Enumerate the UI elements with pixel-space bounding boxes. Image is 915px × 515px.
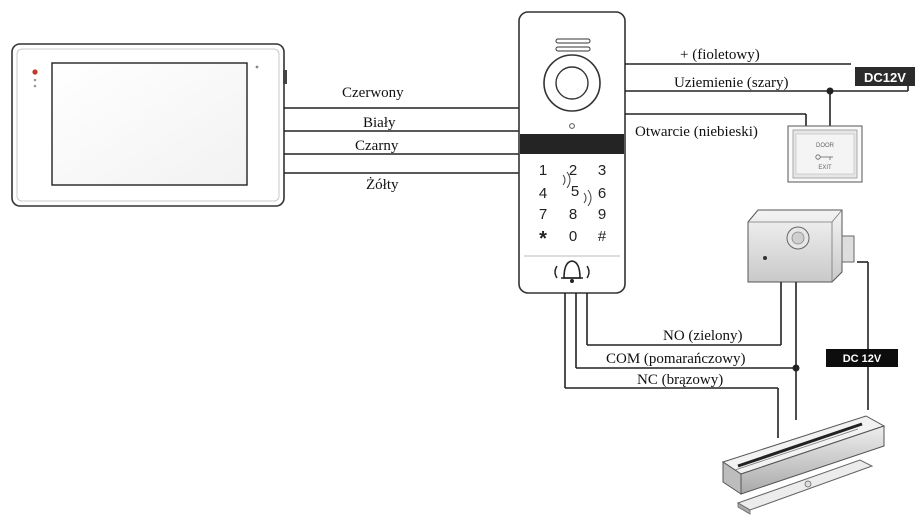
key-5: 5 — [571, 183, 579, 200]
key-0: 0 — [569, 228, 577, 245]
wire-label-yellow: Żółty — [366, 177, 399, 193]
key-6: 6 — [598, 185, 606, 202]
key-4: 4 — [539, 185, 547, 202]
exit-button-line2: EXIT — [818, 165, 832, 171]
wire-label-red: Czerwony — [342, 85, 404, 101]
key-7: 7 — [539, 206, 547, 223]
wire-label-com: COM (pomarańczowy) — [606, 351, 746, 367]
electric-lock-icon — [747, 209, 855, 283]
wire-label-black: Czarny — [355, 138, 399, 154]
wire-label-nc: NC (brązowy) — [637, 372, 723, 388]
keypad: 1 2 3 4 5 6 7 8 9 * 0 # — [539, 162, 607, 250]
wire-label-white: Biały — [363, 115, 396, 131]
key-3: 3 — [598, 162, 606, 179]
door-station-icon — [518, 11, 626, 294]
wire-label-open: Otwarcie (niebieski) — [635, 124, 758, 140]
key-2: 2 — [569, 162, 577, 179]
power-badge-top: DC12V — [855, 67, 915, 86]
power-badge-bottom-label: DC 12V — [843, 353, 882, 365]
key-hash: # — [598, 228, 607, 245]
key-star: * — [539, 228, 547, 250]
key-1: 1 — [539, 162, 547, 179]
right-top-wires — [625, 63, 909, 126]
monitor-icon — [11, 43, 287, 207]
bell-icon — [554, 260, 590, 283]
relay-wires — [564, 261, 869, 438]
power-badge-top-label: DC12V — [864, 70, 906, 85]
exit-button-icon: DOOR EXIT — [787, 125, 863, 183]
left-wires — [284, 107, 519, 174]
wire-label-plus: + (fioletowy) — [680, 47, 760, 63]
wire-label-no: NO (zielony) — [663, 328, 743, 344]
exit-button-line1: DOOR — [816, 143, 835, 149]
magnetic-lock-icon — [721, 415, 886, 515]
key-8: 8 — [569, 206, 577, 223]
wire-label-ground: Uziemienie (szary) — [674, 75, 789, 91]
key-9: 9 — [598, 206, 606, 223]
power-badge-bottom: DC 12V — [826, 349, 898, 367]
